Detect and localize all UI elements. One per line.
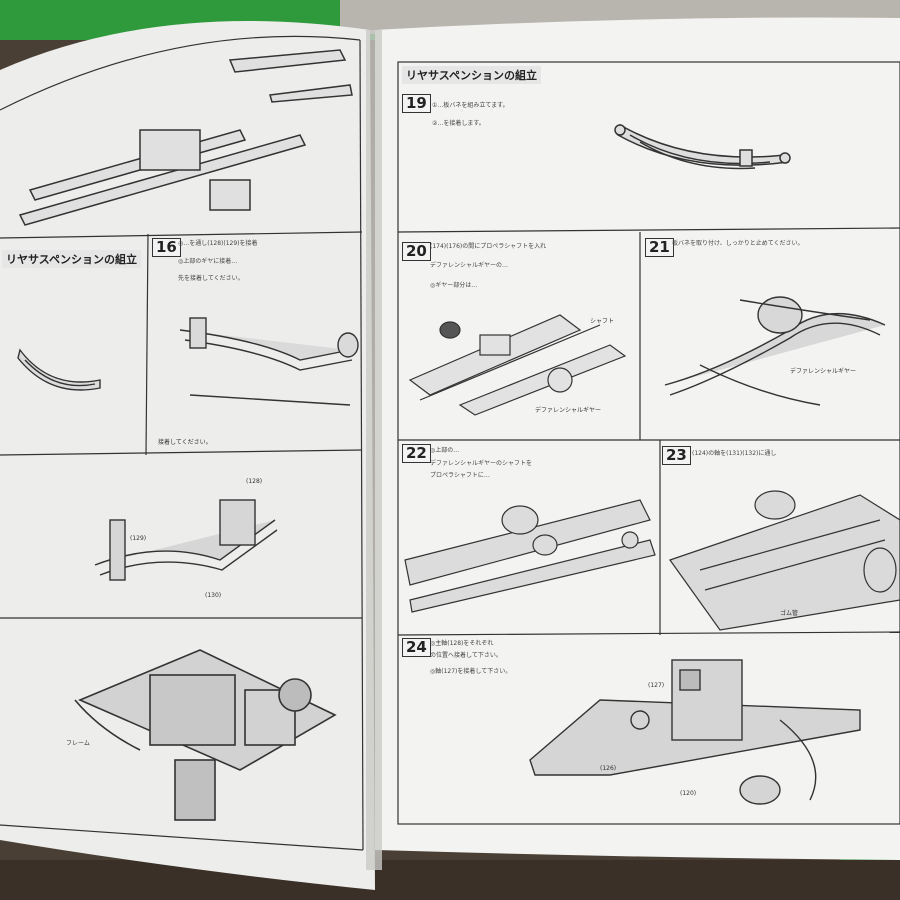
rear-axle-drawing-21 bbox=[664, 296, 886, 406]
step-number-24: 24 bbox=[402, 638, 431, 657]
step-22-note-3: プロペラシャフトに… bbox=[430, 472, 490, 479]
label-differential-20: デファレンシャルギヤー bbox=[535, 407, 602, 414]
chassis-drawing-22 bbox=[404, 499, 656, 613]
step-16-note-2: ◎上部のギヤに接着… bbox=[178, 258, 238, 265]
step-16-note-3: 先を接着してください。 bbox=[178, 275, 244, 282]
label-part-128: (128) bbox=[246, 478, 263, 485]
leaf-spring-drawing-19 bbox=[614, 123, 791, 170]
step-24-note-2: の位置へ接着して下さい。 bbox=[430, 652, 502, 659]
axle-drawing-middle-left bbox=[94, 499, 278, 581]
step-number-22: 22 bbox=[402, 444, 431, 463]
label-differential-21: デファレンシャルギヤー bbox=[790, 368, 857, 375]
leaf-spring-drawing-left bbox=[17, 348, 101, 391]
step-number-19: 19 bbox=[402, 94, 431, 113]
step-number-16: 16 bbox=[152, 238, 181, 257]
engine-drawing-left bbox=[74, 649, 337, 821]
step-20-note-2: デファレンシャルギヤーの… bbox=[430, 262, 509, 269]
left-section-title: リヤサスペンションの組立 bbox=[2, 250, 142, 268]
step-24-note-1: ◎主軸(128)をそれぞれ bbox=[430, 640, 494, 647]
step-19-note-1: ①…板バネを組み立てます。 bbox=[432, 102, 509, 109]
left-page bbox=[0, 21, 375, 890]
chassis-drawing-23 bbox=[669, 490, 900, 631]
right-page-grid bbox=[397, 61, 900, 825]
label-part-120: (120) bbox=[680, 790, 697, 797]
label-part-126: (126) bbox=[600, 765, 617, 772]
step-22-note-1: ◎上部の… bbox=[430, 447, 460, 454]
step-22-note-2: デファレンシャルギヤーのシャフトを bbox=[430, 460, 533, 467]
chassis-drawing-24 bbox=[529, 659, 861, 805]
label-part-127: (127) bbox=[648, 682, 665, 689]
book-spine bbox=[366, 30, 382, 870]
label-part-129: (129) bbox=[130, 535, 147, 542]
label-shaft: シャフト bbox=[590, 318, 615, 325]
axle-drawing-16 bbox=[179, 317, 359, 406]
step-number-21: 21 bbox=[645, 238, 674, 257]
right-section-title: リヤサスペンションの組立 bbox=[402, 66, 542, 84]
step-23-note-1: (124)の軸を(131)(132)に通し bbox=[692, 450, 777, 457]
label-rubber-tube: ゴム管 bbox=[780, 610, 799, 617]
label-bottom-note: 接着してください。 bbox=[158, 439, 212, 446]
step-20-note-1: (174)(176)の間にプロペラシャフトを入れ bbox=[430, 243, 547, 250]
label-frame: フレーム bbox=[66, 740, 90, 747]
step-20-note-3: ◎ギヤー部分は… bbox=[430, 282, 478, 289]
right-page bbox=[375, 17, 900, 860]
step-21-note-1: 板バネを取り付け、しっかりと止めてください。 bbox=[672, 240, 804, 247]
step-16-note-1: ◎…を通し(128)(129)を接着 bbox=[178, 240, 258, 247]
step-number-20: 20 bbox=[402, 242, 431, 261]
step-number-23: 23 bbox=[662, 446, 691, 465]
frame-drawing-20 bbox=[408, 314, 627, 416]
frame-drawing-top-left bbox=[18, 49, 353, 226]
left-page-grid bbox=[0, 35, 364, 851]
step-19-note-2: ②…を接着します。 bbox=[432, 120, 485, 127]
label-part-130: (130) bbox=[205, 592, 222, 599]
step-24-note-3: ◎軸(127)を接着して下さい。 bbox=[430, 668, 512, 675]
